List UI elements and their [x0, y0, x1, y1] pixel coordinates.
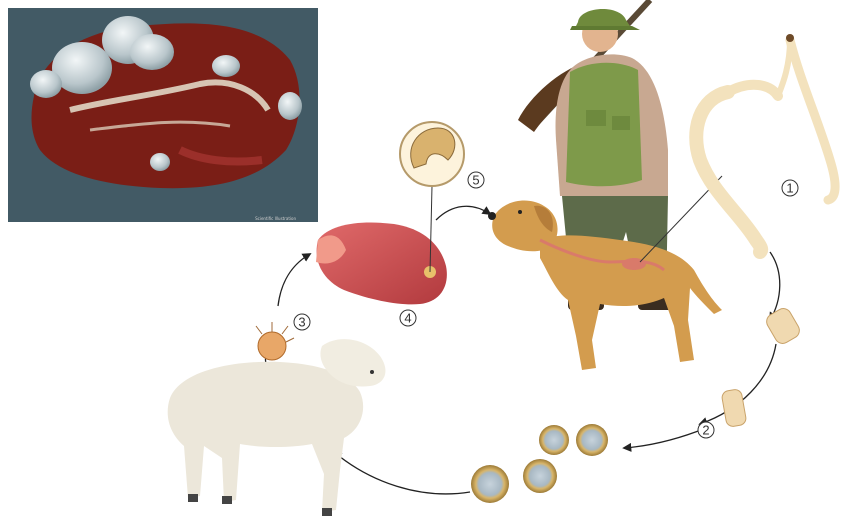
- gravid-proglottid: [721, 306, 802, 428]
- step-1-label: 1: [786, 181, 793, 196]
- step-2: 2: [698, 422, 714, 438]
- oncosphere: [256, 322, 294, 360]
- adult-tapeworm: [696, 40, 835, 252]
- step-3: 3: [294, 314, 310, 330]
- step-4: 4: [400, 310, 416, 326]
- infected-lung: [316, 186, 447, 304]
- scolex: [786, 34, 794, 42]
- arrow-icon: [278, 254, 310, 306]
- cyst-7: [150, 153, 170, 171]
- cyst-4: [30, 70, 62, 98]
- cyst-3: [130, 34, 174, 70]
- photo-credit: Scientific Illustration: [255, 216, 296, 221]
- arrow-icon: [436, 206, 490, 220]
- protoscolex-inset: [400, 122, 464, 186]
- step-3-label: 3: [298, 315, 305, 330]
- cyst-5: [212, 55, 240, 77]
- arrow-icon: [624, 428, 706, 448]
- step-2-label: 2: [702, 423, 709, 438]
- cyst-6: [278, 92, 302, 120]
- arrow-icon: [334, 452, 470, 494]
- step-4-label: 4: [404, 311, 411, 326]
- step-5: 5: [468, 172, 484, 188]
- sheep: [168, 339, 386, 516]
- step-5-label: 5: [472, 173, 479, 188]
- eggs: [471, 424, 608, 503]
- step-1: 1: [782, 180, 798, 196]
- liver-cyst-photo: Scientific Illustration: [8, 8, 318, 222]
